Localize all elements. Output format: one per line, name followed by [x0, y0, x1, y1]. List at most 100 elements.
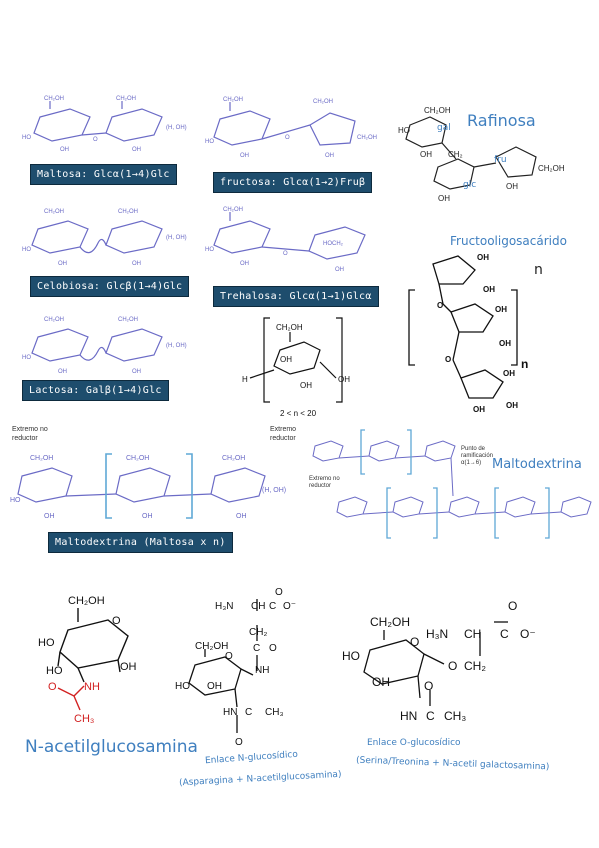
svg-text:(H, OH): (H, OH) [166, 125, 187, 131]
label-maltodextrina: Maltodextrina [492, 457, 582, 472]
label-enlace-o: Enlace O-glucosídico [367, 738, 461, 748]
label-maltodextrina-maltosa: Maltodextrina (Maltosa x n) [48, 532, 233, 553]
svg-text:C: C [500, 627, 509, 641]
svg-text:OH: OH [240, 261, 249, 267]
svg-text:CH₂: CH₂ [464, 659, 486, 673]
svg-text:CH₂: CH₂ [249, 627, 267, 638]
svg-text:OH: OH [477, 253, 489, 262]
svg-text:OH: OH [499, 339, 511, 348]
svg-text:CH₂OH: CH₂OH [370, 615, 410, 629]
svg-text:O: O [410, 635, 419, 649]
n-acetylglucosamine-structure: CH₂OH O HO HO OH NH O CH₃ [38, 595, 137, 725]
svg-text:O: O [445, 355, 451, 364]
cellobiose-structure: CH₂OH CH₂OH (H, OH) HO OH OH [22, 209, 187, 267]
svg-text:OH: OH [120, 661, 137, 673]
svg-text:OH: OH [335, 267, 344, 273]
svg-text:HO: HO [205, 139, 214, 145]
svg-text:OH: OH [473, 405, 485, 414]
svg-text:CH₂OH: CH₂OH [44, 209, 64, 215]
svg-text:C: C [253, 643, 260, 654]
fructooligosaccharide-structure: OH OH OH OH OH OH OH O O n [408, 253, 528, 414]
svg-text:O: O [269, 643, 277, 654]
svg-text:CH₃: CH₃ [444, 709, 466, 723]
svg-text:OH: OH [506, 182, 518, 191]
svg-text:O: O [275, 587, 283, 598]
svg-text:CH₂OH: CH₂OH [68, 595, 105, 607]
label-celobiosa: Celobiosa: Glcβ(1→4)Glc [30, 276, 190, 297]
lactose-structure: CH₂OH CH₂OH (H, OH) HO OH OH [22, 317, 187, 375]
svg-text:OH: OH [132, 261, 141, 267]
svg-text:O: O [93, 137, 98, 143]
svg-text:C: C [245, 707, 252, 718]
svg-text:CH₂OH: CH₂OH [276, 323, 303, 332]
svg-text:CH₂OH: CH₂OH [44, 317, 64, 323]
svg-text:OH: OH [58, 369, 67, 375]
svg-text:OH: OH [236, 513, 247, 520]
label-fructosa: fructosa: Glcα(1→2)Fruβ [213, 172, 373, 193]
svg-text:O: O [424, 679, 433, 693]
svg-text:OH: OH [372, 675, 390, 689]
svg-text:(H, OH): (H, OH) [166, 343, 187, 349]
label-maltosa: Maltosa: Glcα(1→4)Glc [30, 164, 177, 185]
svg-text:HO: HO [22, 247, 31, 253]
label-n-top: n [534, 262, 543, 278]
svg-text:CH₂OH: CH₂OH [222, 455, 245, 462]
maltodextrin-linear-structure: CH₂OH CH₂OH CH₂OH HO OH OH OH (H, OH) [10, 453, 286, 520]
svg-text:CH₂: CH₂ [448, 150, 463, 159]
label-enlace-o-sub: (Serina/Treonina + N-acetil galactosamin… [355, 755, 550, 773]
svg-text:HO: HO [205, 247, 214, 253]
svg-text:CH₂OH: CH₂OH [30, 455, 53, 462]
svg-text:O⁻: O⁻ [283, 601, 296, 612]
o-glycosidic-bond-structure: CH₂OH H₃N CH C O⁻ O O O CH₂ HO OH HN C C… [342, 599, 536, 723]
svg-text:CH: CH [464, 627, 481, 641]
svg-text:NH: NH [84, 681, 100, 693]
svg-text:O⁻: O⁻ [520, 627, 536, 641]
n-glycosidic-bond-structure: H₃N CH C O⁻ O CH₂ C O NH CH₂OH O HO OH H… [175, 587, 296, 748]
svg-text:OH: OH [483, 285, 495, 294]
raffinose-structure: CH₂OH HO OH CH₂ OH CH₂OH OH [398, 106, 565, 203]
svg-text:CH₂OH: CH₂OH [424, 106, 451, 115]
svg-text:OH: OH [132, 147, 141, 153]
svg-text:O: O [48, 681, 57, 693]
svg-text:HO: HO [10, 497, 21, 504]
svg-text:CH₂OH: CH₂OH [195, 641, 228, 652]
sucrose-structure: CH₂OH CH₂OH CH₂OH HO OH OH O [205, 97, 377, 159]
svg-text:OH: OH [132, 369, 141, 375]
svg-text:HO: HO [22, 135, 31, 141]
svg-text:CH₂OH: CH₂OH [223, 207, 243, 213]
maltose-structure: CH₂OH CH₂OH (H, OH) HO OH OH O [22, 96, 187, 153]
svg-text:O: O [235, 737, 243, 748]
svg-text:O: O [285, 135, 290, 141]
svg-text:CH₂OH: CH₂OH [118, 317, 138, 323]
svg-text:OH: OH [325, 153, 334, 159]
label-trehalosa: Trehalosa: Glcα(1→1)Glcα [213, 286, 379, 307]
trehalose-structure: CH₂OH HO OH HOCH₂ OH O [205, 207, 366, 273]
svg-text:OH: OH [60, 147, 69, 153]
label-fructooligosacarido: Fructooligosacárido [450, 234, 567, 248]
svg-text:OH: OH [44, 513, 55, 520]
svg-text:NH: NH [255, 665, 269, 676]
svg-text:CH₂OH: CH₂OH [313, 99, 333, 105]
svg-text:CH₂OH: CH₂OH [126, 455, 149, 462]
svg-text:2 < n < 20: 2 < n < 20 [280, 409, 317, 418]
svg-text:O: O [437, 301, 443, 310]
svg-text:OH: OH [503, 369, 515, 378]
note-no-reductor-right: Extremo no reductor [309, 476, 340, 489]
svg-text:HN: HN [223, 707, 237, 718]
svg-text:(H, OH): (H, OH) [166, 235, 187, 241]
svg-text:HN: HN [400, 709, 417, 723]
glucose-polymer-structure: CH₂OH OH OH OH H 2 < n < 20 [242, 317, 350, 418]
maltodextrin-branched-structure [312, 429, 592, 539]
svg-text:OH: OH [240, 153, 249, 159]
label-gal: gal [437, 123, 451, 133]
svg-text:OH: OH [438, 194, 450, 203]
svg-text:OH: OH [420, 150, 432, 159]
svg-text:H₃N: H₃N [426, 627, 448, 641]
label-enlace-n-sub: (Asparagina + N-acetilglucosamina) [178, 769, 342, 789]
svg-text:OH: OH [338, 375, 350, 384]
svg-text:CH: CH [251, 601, 265, 612]
svg-text:OH: OH [495, 305, 507, 314]
svg-text:CH₃: CH₃ [74, 713, 94, 725]
svg-text:CH₂OH: CH₂OH [223, 97, 243, 103]
note-reductor: Extremo reductor [270, 426, 297, 442]
